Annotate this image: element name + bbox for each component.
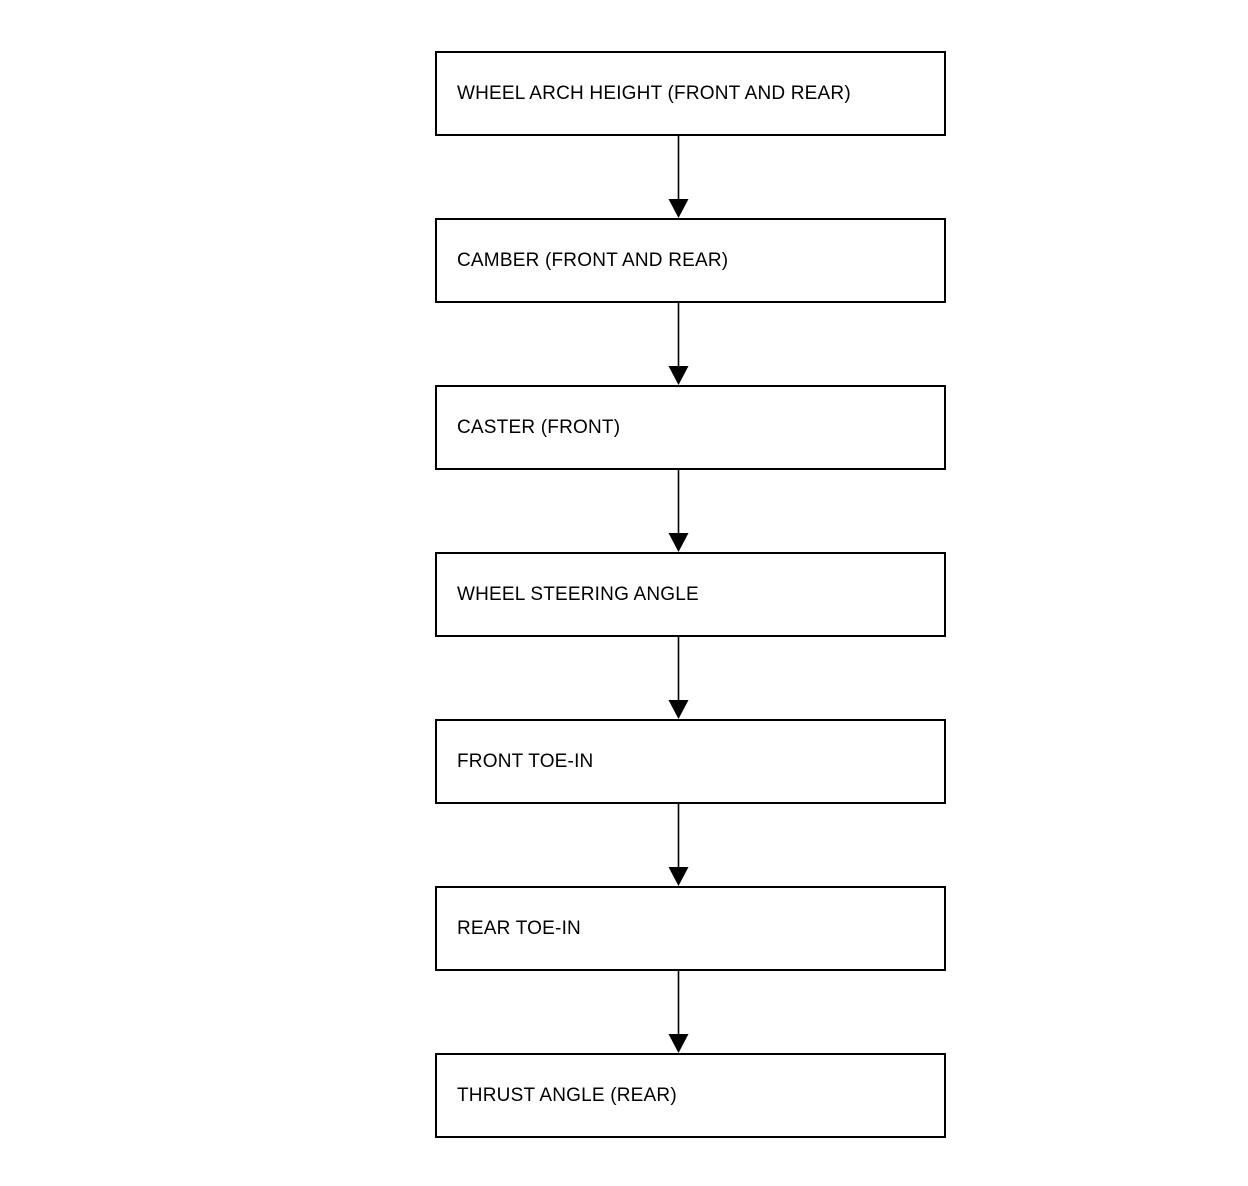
flow-connector-2 — [435, 303, 946, 385]
arrow-down-icon — [668, 804, 689, 886]
flow-node-label: REAR TOE-IN — [457, 918, 581, 939]
flow-connector-3 — [435, 470, 946, 552]
arrow-down-icon — [668, 971, 689, 1053]
flow-node-wheel-arch-height[interactable]: WHEEL ARCH HEIGHT (FRONT AND REAR) — [435, 51, 946, 136]
flow-connector-4 — [435, 637, 946, 719]
arrow-down-icon — [668, 136, 689, 218]
flow-node-caster[interactable]: CASTER (FRONT) — [435, 385, 946, 470]
flow-node-rear-toe-in[interactable]: REAR TOE-IN — [435, 886, 946, 971]
flow-connector-1 — [435, 136, 946, 218]
flow-node-wheel-steering-angle[interactable]: WHEEL STEERING ANGLE — [435, 552, 946, 637]
flow-connector-5 — [435, 804, 946, 886]
flow-node-camber[interactable]: CAMBER (FRONT AND REAR) — [435, 218, 946, 303]
arrow-down-icon — [668, 637, 689, 719]
flow-connector-6 — [435, 971, 946, 1053]
flow-node-label: THRUST ANGLE (REAR) — [457, 1085, 677, 1106]
arrow-down-icon — [668, 470, 689, 552]
flow-node-label: WHEEL ARCH HEIGHT (FRONT AND REAR) — [457, 83, 851, 104]
flow-node-label: CASTER (FRONT) — [457, 417, 621, 438]
flow-node-thrust-angle[interactable]: THRUST ANGLE (REAR) — [435, 1053, 946, 1138]
arrow-down-icon — [668, 303, 689, 385]
flow-node-label: CAMBER (FRONT AND REAR) — [457, 250, 729, 271]
flow-node-label: WHEEL STEERING ANGLE — [457, 584, 699, 605]
flow-node-label: FRONT TOE-IN — [457, 751, 594, 772]
flow-node-front-toe-in[interactable]: FRONT TOE-IN — [435, 719, 946, 804]
flowchart: WHEEL ARCH HEIGHT (FRONT AND REAR) CAMBE… — [435, 51, 946, 1138]
